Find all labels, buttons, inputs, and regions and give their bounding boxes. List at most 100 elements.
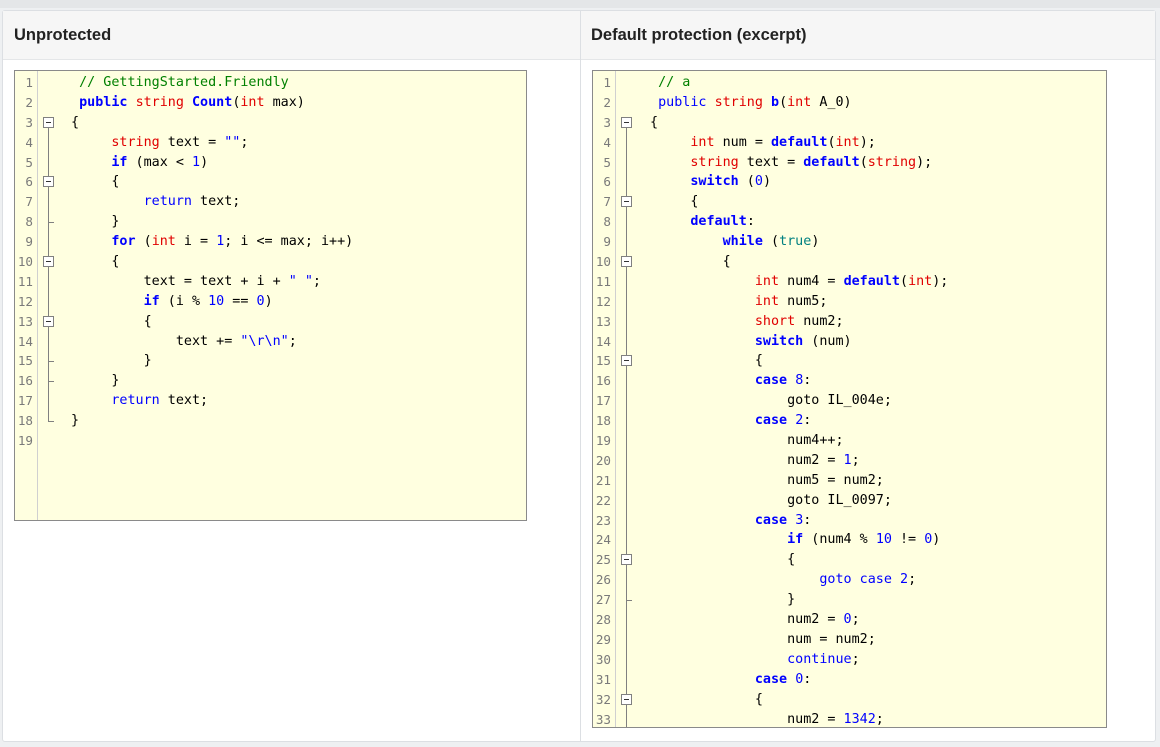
- code-line: 10 {: [593, 252, 1106, 272]
- code-text: public string Count(int max): [79, 94, 305, 110]
- code-line: 18 }: [15, 411, 526, 431]
- code-text: num2 = 1;: [642, 452, 860, 468]
- fold-guide: [43, 371, 55, 392]
- line-number: 15: [595, 353, 611, 369]
- fold-guide: [621, 172, 633, 193]
- code-text: switch (0): [690, 174, 771, 190]
- line-number: 4: [603, 134, 611, 150]
- line-number: 15: [17, 353, 33, 369]
- line-number: 8: [603, 214, 611, 230]
- line-number: 17: [595, 393, 611, 409]
- line-number: 13: [595, 313, 611, 329]
- collapse-toggle-icon[interactable]: [621, 252, 633, 272]
- line-number: 7: [603, 194, 611, 210]
- collapse-toggle-icon[interactable]: [621, 192, 633, 213]
- code-line: 2 public string b(int A_0): [593, 93, 1106, 113]
- fold-guide: [621, 470, 633, 491]
- line-number: 24: [595, 532, 611, 548]
- fold-guide: [43, 331, 55, 352]
- code-text: // a: [658, 75, 691, 90]
- fold-guide: [621, 431, 633, 451]
- line-number: 31: [595, 671, 611, 687]
- column-heading: Unprotected: [3, 11, 580, 60]
- line-number: 17: [17, 393, 33, 409]
- code-line: 24 if (num4 % 10 != 0): [593, 530, 1106, 551]
- line-number: 1: [603, 75, 611, 90]
- line-number: 6: [25, 174, 33, 190]
- code-line: 16 case 8:: [593, 371, 1106, 392]
- code-line: 4 string text = "";: [15, 132, 526, 153]
- fold-guide: [621, 510, 633, 531]
- line-number: 30: [595, 651, 611, 667]
- code-text: case 2:: [754, 413, 812, 429]
- code-line: 3 {: [15, 113, 526, 133]
- fold-guide: [43, 391, 55, 412]
- line-number: 33: [595, 711, 611, 727]
- code-text: {: [63, 254, 120, 270]
- code-line: 9 while (true): [593, 232, 1106, 253]
- line-number: 18: [595, 413, 611, 429]
- code-line: 5 string text = default(string);: [593, 152, 1106, 173]
- collapse-toggle-icon[interactable]: [43, 172, 55, 193]
- code-line: 13 {: [15, 311, 526, 332]
- line-number: 6: [603, 174, 611, 190]
- line-number: 22: [595, 492, 611, 508]
- fold-guide: [621, 411, 633, 432]
- code-text: while (true): [722, 234, 820, 250]
- code-text: string text = default(string);: [690, 154, 933, 170]
- code-text: {: [63, 114, 80, 130]
- collapse-toggle-icon[interactable]: [43, 311, 55, 332]
- fold-guide: [43, 411, 55, 431]
- code-line: 21 num5 = num2;: [593, 470, 1106, 491]
- fold-guide: [43, 232, 55, 253]
- collapse-toggle-icon[interactable]: [621, 689, 633, 710]
- line-number-gutter: [15, 71, 38, 520]
- code-line: 1 // a: [593, 73, 1106, 93]
- column-heading: Default protection (excerpt): [581, 11, 1155, 60]
- line-number: 29: [595, 631, 611, 647]
- code-text: if (max < 1): [111, 154, 209, 170]
- collapse-toggle-icon[interactable]: [43, 113, 55, 133]
- fold-guide: [621, 132, 633, 153]
- code-text: {: [642, 552, 796, 568]
- code-text: }: [63, 214, 120, 230]
- code-line: 8 default:: [593, 212, 1106, 233]
- collapse-toggle-icon[interactable]: [621, 351, 633, 372]
- code-line: 6 {: [15, 172, 526, 193]
- code-line: 17 return text;: [15, 391, 526, 412]
- collapse-toggle-icon[interactable]: [621, 550, 633, 571]
- code-text: }: [642, 592, 796, 608]
- line-number: 32: [595, 691, 611, 707]
- line-number: 5: [603, 154, 611, 170]
- fold-guide: [43, 93, 55, 113]
- code-text: string text = "";: [111, 134, 249, 150]
- fold-guide: [621, 490, 633, 511]
- fold-guide: [43, 132, 55, 153]
- line-number: 5: [25, 154, 33, 170]
- collapse-toggle-icon[interactable]: [43, 252, 55, 272]
- code-text: if (i % 10 == 0): [143, 293, 273, 309]
- code-line: 16 }: [15, 371, 526, 392]
- fold-guide: [43, 291, 55, 312]
- code-line: 14 text += "\r\n";: [15, 331, 526, 352]
- line-number: 7: [25, 194, 33, 210]
- code-line: 15 }: [15, 351, 526, 372]
- line-number: 13: [17, 313, 33, 329]
- fold-guide: [621, 649, 633, 670]
- line-number: 14: [17, 333, 33, 349]
- code-line: 27 }: [593, 590, 1106, 611]
- code-text: case 0:: [754, 671, 812, 687]
- code-line: 32 {: [593, 689, 1106, 710]
- line-number: 16: [17, 373, 33, 389]
- line-number: 26: [595, 572, 611, 588]
- comparison-table: Unprotected 1 // GettingStarted.Friendly…: [2, 10, 1156, 742]
- collapse-toggle-icon[interactable]: [621, 113, 633, 133]
- code-text: continue;: [787, 651, 860, 667]
- code-line: 2 public string Count(int max): [15, 93, 526, 113]
- code-line: 9 for (int i = 1; i <= max; i++): [15, 232, 526, 253]
- code-line: 25 {: [593, 550, 1106, 571]
